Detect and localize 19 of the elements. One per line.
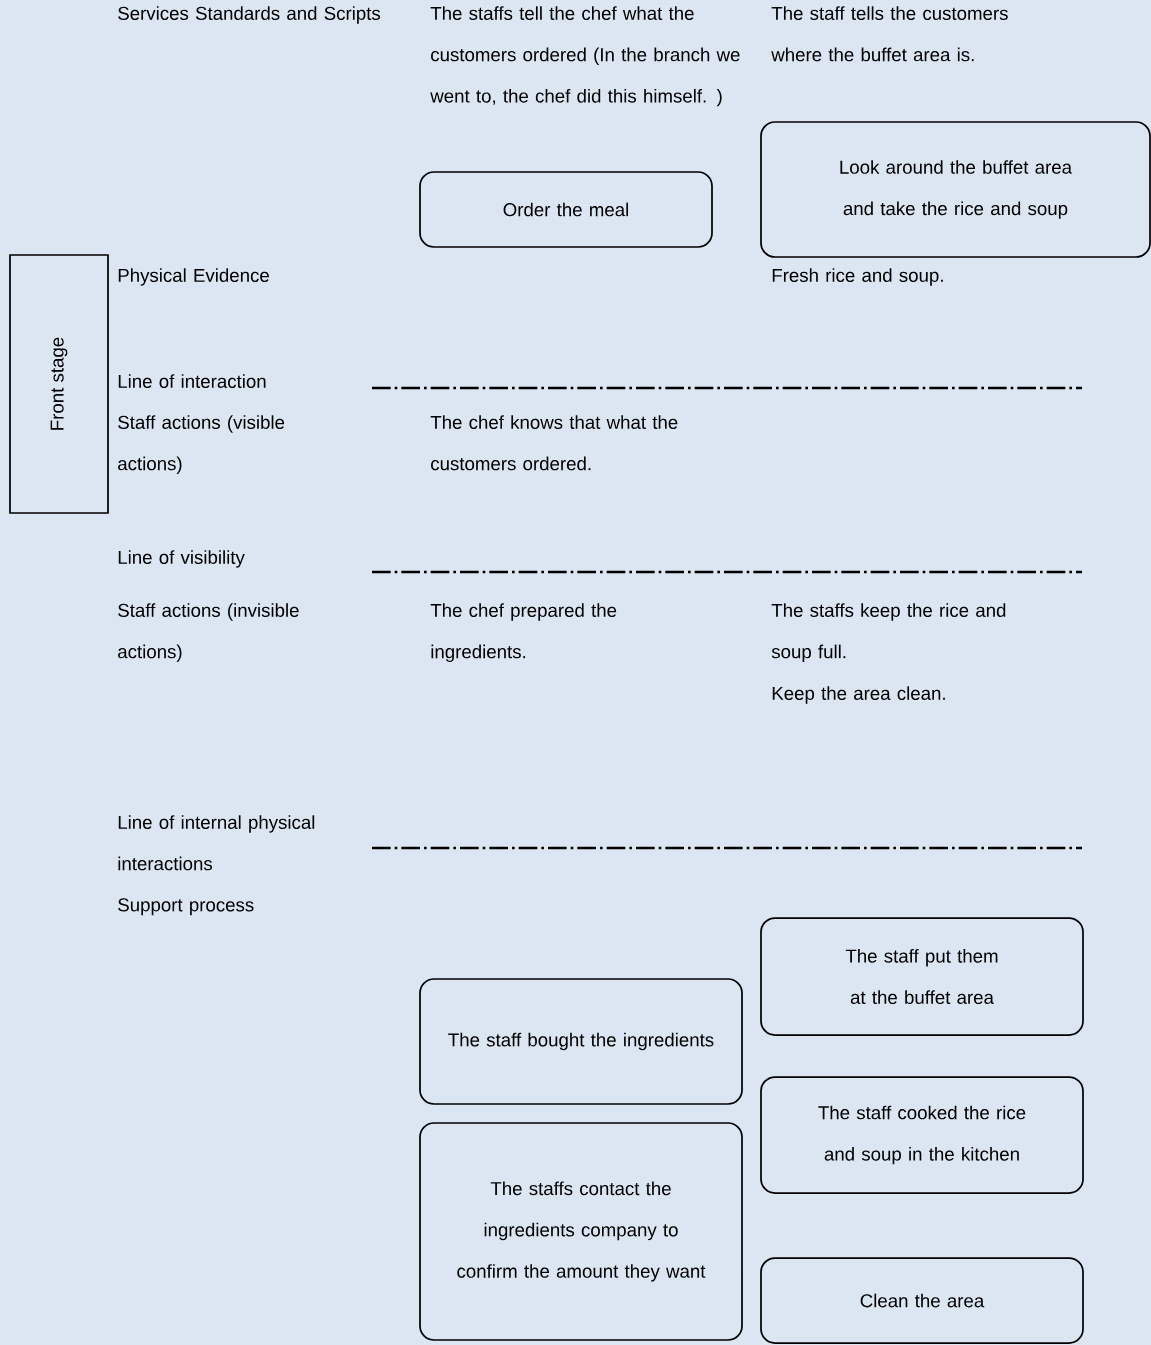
row-text: The staff tells the customers where the buffet area is. [771,6,1008,62]
process-box: The staff bought the ingredients [419,978,743,1105]
row-text: Line of visibility [118,550,245,568]
row-text: Services Standards and Scripts [118,6,381,24]
row-text: The chef knows that what the customers ordered. [430,415,678,471]
row-text: Staff actions (invisible actions) [118,603,299,662]
stage-box: Front stage [9,254,109,514]
row-text: Support process [118,898,254,916]
row-text: The chef prepared the ingredients. [430,603,617,662]
process-box: The staff cooked the rice and soup in the kitchen [760,1076,1084,1194]
row-text: Line of internal physical interactions [118,815,315,871]
process-box: Order the meal [419,171,713,248]
process-box: Look around the buffet area and take the rice and soup [760,121,1151,258]
row-text: Keep the area clean. [772,686,945,704]
process-box: The staff put them at the buffet area [760,917,1084,1036]
row-text: The staffs tell the chef what the customers ordered (In the branch we went to, the chef did this himself. ) [430,6,740,107]
row-text: The staffs keep the rice and soup full. [771,603,1006,662]
process-box: The staffs contact the ingredients company to confirm the amount they want [419,1122,743,1341]
process-box: Clean the area [760,1257,1084,1344]
